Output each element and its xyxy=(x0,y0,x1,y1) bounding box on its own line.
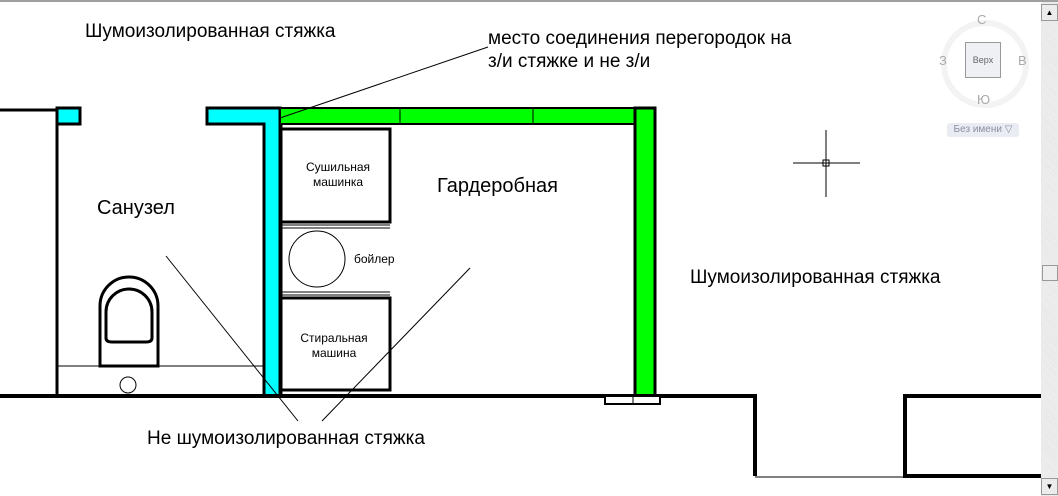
vertical-scrollbar[interactable]: ▲ ▼ xyxy=(1041,2,1058,496)
washer-line2: машина xyxy=(311,346,357,360)
scrollbar-thumb[interactable] xyxy=(1042,265,1058,281)
cyan-wall-stub-left xyxy=(55,106,82,126)
crosshair-cursor xyxy=(793,130,860,197)
ucs-dropdown[interactable]: Без имени ▽ xyxy=(947,123,1019,137)
green-wall-top xyxy=(279,107,656,125)
washer-box xyxy=(279,296,392,392)
wall-left xyxy=(0,108,59,396)
leader-line xyxy=(321,267,471,422)
drain-circle xyxy=(119,376,137,394)
compass-south[interactable]: Ю xyxy=(977,92,991,107)
washer-line1: Стиральная xyxy=(300,331,368,345)
label-bathroom: Санузел xyxy=(97,197,175,219)
scroll-up-button[interactable]: ▲ xyxy=(1041,4,1058,21)
label-dryer: Сушильная машинка xyxy=(290,160,386,190)
compass-east[interactable]: В xyxy=(1018,53,1027,68)
arrow-up-icon: ▲ xyxy=(1045,8,1054,17)
label-boiler: бойлер xyxy=(354,252,395,266)
compass-north[interactable]: С xyxy=(977,12,987,27)
chevron-down-icon: ▽ xyxy=(1004,124,1013,135)
compass-ring[interactable] xyxy=(941,20,1029,108)
scroll-down-button[interactable]: ▼ xyxy=(1041,478,1058,495)
label-junction-line2: з/и стяжке и не з/и xyxy=(488,51,651,72)
leader-line xyxy=(165,255,299,422)
leader-line xyxy=(279,46,489,119)
dryer-box xyxy=(279,127,392,224)
viewcube[interactable]: С Ю З В Верх Без имени ▽ xyxy=(935,10,1035,140)
wall-bottom-right xyxy=(903,394,1041,478)
label-insulated-screed-right: Шумоизолированная стяжка xyxy=(690,267,941,288)
toilet-outer xyxy=(98,275,160,368)
green-wall-right xyxy=(633,106,657,398)
viewcube-top-face[interactable]: Верх xyxy=(965,42,1001,78)
label-insulated-screed-top: Шумоизолированная стяжка xyxy=(85,21,336,42)
label-wardrobe: Гардеробная xyxy=(437,175,558,197)
compass-west[interactable]: З xyxy=(939,53,947,68)
dryer-line2: машинка xyxy=(312,175,364,189)
label-washer: Стиральная машина xyxy=(286,331,382,361)
arrow-down-icon: ▼ xyxy=(1045,482,1054,491)
wall-bottom xyxy=(0,394,757,476)
boiler-circle xyxy=(288,230,346,288)
label-junction-line1: место соединения перегородок на xyxy=(488,28,792,49)
dryer-line1: Сушильная xyxy=(305,160,371,174)
label-non-insulated-screed: Не шумоизолированная стяжка xyxy=(147,428,425,449)
window-border xyxy=(0,0,1058,2)
toilet-seat xyxy=(104,287,154,344)
ucs-label: Без имени xyxy=(953,124,1002,135)
